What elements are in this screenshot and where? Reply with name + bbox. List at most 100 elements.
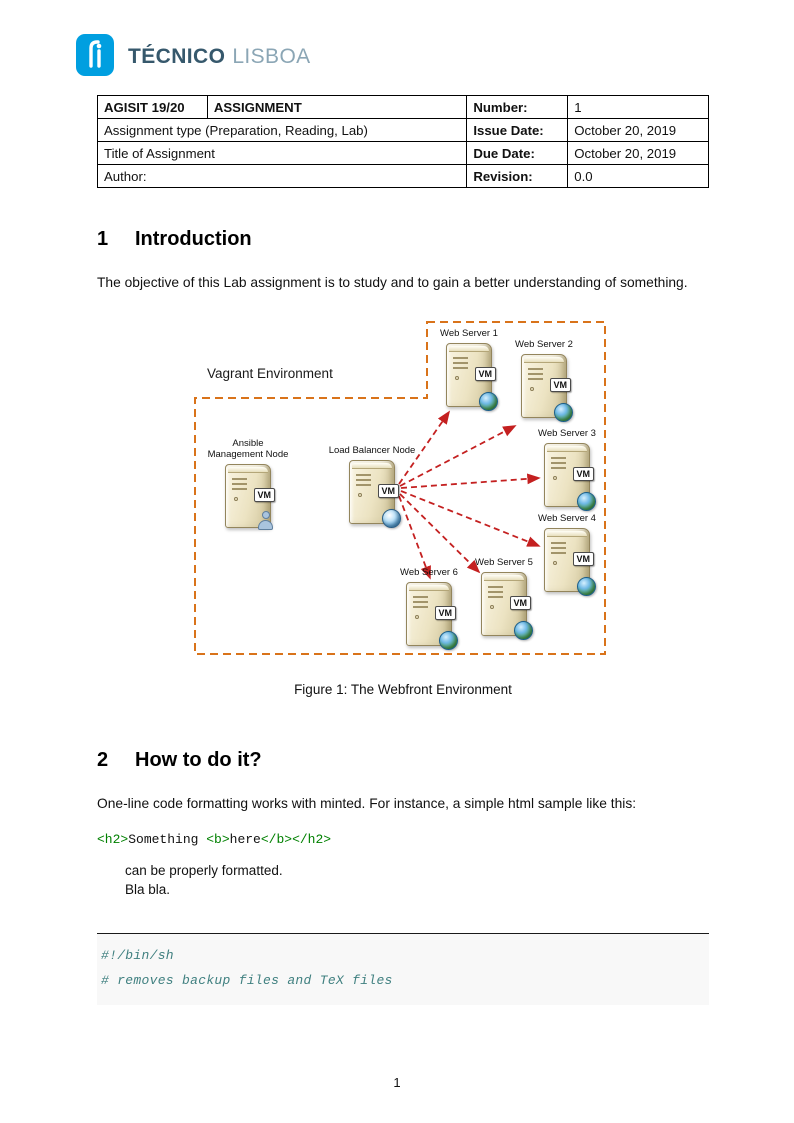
assignment-desc-cell: Assignment type (Preparation, Reading, L… (96, 118, 468, 142)
logo-subtitle: LISBOA (232, 45, 311, 68)
code-line-shebang: #!/bin/sh (101, 948, 174, 963)
assignment-header-table: AGISIT 19/20 ASSIGNMENT Number: 1 Assign… (96, 95, 709, 188)
diagram-overlay (194, 321, 606, 655)
server-top-face (449, 346, 489, 352)
globe-icon (577, 577, 596, 596)
server-icon: VM (225, 464, 275, 530)
vm-badge: VM (377, 484, 399, 498)
clock-globe-icon (382, 509, 401, 528)
code-token-tag: <b> (206, 832, 230, 847)
revision-label-cell: Revision: (466, 164, 569, 188)
figure-caption: Figure 1: The Webfront Environment (294, 682, 512, 697)
power-dot (455, 376, 459, 380)
section-heading-how-to-do-it: 2 How to do it? (97, 749, 709, 772)
shell-code-listing: #!/bin/sh # removes backup files and TeX… (97, 933, 709, 1005)
server-icon: VM (446, 343, 498, 411)
globe-icon (514, 621, 533, 640)
power-dot (415, 615, 419, 619)
server-icon: VM (521, 354, 573, 422)
vm-badge: VM (509, 596, 531, 610)
vagrant-environment-border (194, 321, 606, 655)
table-row: AGISIT 19/20 ASSIGNMENT Number: 1 (97, 95, 709, 119)
section-heading-introduction: 1 Introduction (97, 228, 709, 251)
vagrant-environment-label: Vagrant Environment (207, 366, 333, 381)
globe-icon (479, 392, 498, 411)
due-date-label-cell: Due Date: (466, 141, 569, 165)
node-label: Load Balancer Node (328, 445, 416, 456)
server-bays (413, 596, 428, 611)
vm-badge: VM (253, 488, 275, 502)
node-label: Web Server 6 (400, 567, 458, 578)
section-title: Introduction (135, 228, 252, 250)
person-icon (258, 511, 274, 530)
table-row: Title of Assignment Due Date: October 20… (96, 141, 709, 165)
vm-badge: VM (474, 367, 496, 381)
node-label: Web Server 1 (440, 328, 498, 339)
code-token-tag: </b> (260, 832, 293, 847)
load-balancer-node: Load Balancer Node VM (322, 445, 422, 528)
number-label-cell: Number: (466, 95, 569, 119)
section-title: How to do it? (135, 749, 262, 771)
globe-icon (439, 631, 458, 650)
server-top-face (524, 357, 564, 363)
author-cell: Author: (96, 164, 468, 188)
vm-badge: VM (572, 467, 594, 481)
node-label: Ansible Management Node (208, 438, 289, 460)
revision-value-cell: 0.0 (567, 164, 709, 188)
power-dot (530, 387, 534, 391)
globe-icon (554, 403, 573, 422)
code-token-tag: </h2> (292, 832, 332, 847)
code-token-text: here (229, 832, 261, 847)
notes-block: can be properly formatted. Bla bla. (125, 861, 709, 899)
note-line: Bla bla. (125, 882, 171, 897)
node-label: Web Server 2 (515, 339, 573, 350)
server-top-face (228, 467, 268, 473)
power-dot (553, 561, 557, 565)
server-bays (356, 474, 371, 489)
node-label: Web Server 5 (475, 557, 533, 568)
globe-icon (577, 492, 596, 511)
server-icon: VM (349, 460, 401, 528)
server-top-face (547, 446, 587, 452)
web-server-1-node: Web Server 1 VM (419, 328, 519, 411)
node-label-line: Management Node (207, 449, 289, 460)
intro-paragraph: The objective of this Lab assignment is … (97, 275, 688, 290)
code-token-tag: <h2> (97, 832, 129, 847)
node-label: Web Server 3 (538, 428, 596, 439)
assignment-type-cell: ASSIGNMENT (206, 95, 468, 119)
node-label: Web Server 4 (538, 513, 596, 524)
server-bays (528, 368, 543, 383)
power-dot (490, 605, 494, 609)
server-icon: VM (406, 582, 458, 650)
server-icon: VM (481, 572, 533, 640)
vm-badge: VM (434, 606, 456, 620)
power-dot (553, 476, 557, 480)
server-bays (232, 478, 247, 493)
power-dot (234, 497, 238, 501)
web-server-4-node: Web Server 4 VM (517, 513, 617, 596)
server-icon: VM (544, 443, 596, 511)
code-line-comment: # removes backup files and TeX files (101, 973, 393, 988)
course-code-cell: AGISIT 19/20 (97, 95, 208, 119)
section-number: 1 (97, 228, 109, 250)
web-server-6-node: Web Server 6 VM (379, 567, 479, 650)
issue-date-value-cell: October 20, 2019 (567, 118, 709, 142)
server-bays (453, 357, 468, 372)
issue-date-label-cell: Issue Date: (466, 118, 569, 142)
number-value-cell: 1 (567, 95, 709, 119)
logo-title: TÉCNICO (128, 45, 226, 68)
howto-paragraph: One-line code formatting works with mint… (97, 796, 637, 811)
logo-wordmark: TÉCNICO LISBOA (128, 41, 311, 69)
server-bays (488, 586, 503, 601)
server-icon: VM (544, 528, 596, 596)
table-row: Author: Revision: 0.0 (96, 164, 709, 188)
due-date-value-cell: October 20, 2019 (567, 141, 709, 165)
section-number: 2 (97, 749, 109, 771)
server-top-face (547, 531, 587, 537)
web-server-2-node: Web Server 2 VM (494, 339, 594, 422)
inline-code-sample: <h2>Something <b>here</b></h2> (97, 832, 709, 847)
server-top-face (352, 463, 392, 469)
server-top-face (484, 575, 524, 581)
tecnico-logo: TÉCNICO LISBOA (75, 33, 311, 77)
